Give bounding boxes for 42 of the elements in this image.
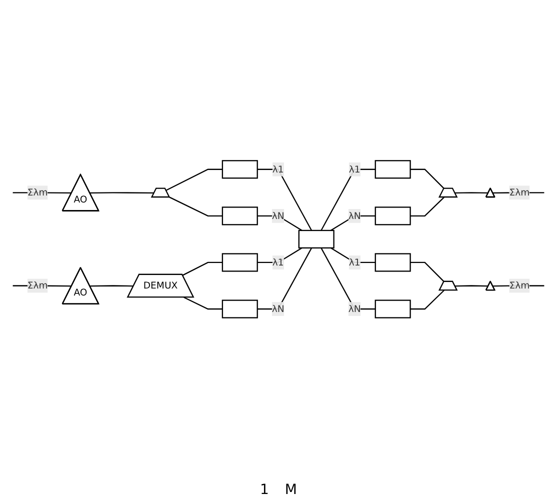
connector	[182, 262, 222, 276]
port-number: 1	[260, 482, 269, 498]
node-box	[374, 252, 411, 272]
connector	[184, 296, 222, 310]
connector	[454, 284, 488, 286]
connector	[410, 168, 444, 189]
edge-label: λN	[272, 302, 284, 314]
connector	[410, 290, 444, 310]
connector	[320, 247, 376, 310]
edge-label: Σλm	[27, 186, 48, 198]
edge-label: λN	[348, 210, 361, 221]
edge-label: Σλm	[509, 280, 530, 291]
connector	[90, 192, 154, 194]
edge-label: λ1	[348, 163, 360, 174]
node-box	[222, 252, 258, 272]
edge-label: λ1	[272, 163, 284, 174]
edge-label: Σλm	[27, 280, 48, 291]
node-box	[222, 300, 258, 318]
connector	[166, 168, 222, 191]
edge-label: λ1	[348, 256, 360, 268]
port-number: M	[284, 482, 297, 498]
node-box	[222, 206, 258, 226]
connector	[454, 192, 488, 194]
node-box	[374, 206, 411, 226]
connector	[410, 262, 444, 282]
node-trapezoid	[438, 280, 458, 290]
edge-label: Σλm	[509, 186, 530, 198]
edge-label: λ1	[272, 256, 284, 268]
connector	[169, 196, 222, 216]
connector	[410, 196, 444, 216]
edge-label: λN	[348, 302, 361, 314]
node-box	[374, 160, 411, 178]
connector	[257, 247, 302, 263]
node-box	[374, 300, 411, 318]
connector	[90, 284, 134, 286]
connector	[330, 247, 376, 263]
node-trapezoid	[438, 188, 458, 198]
node-box	[222, 160, 258, 178]
node-trapezoid	[150, 188, 170, 198]
connector	[257, 247, 312, 310]
node-box	[298, 230, 334, 248]
edge-label: λN	[272, 210, 284, 221]
